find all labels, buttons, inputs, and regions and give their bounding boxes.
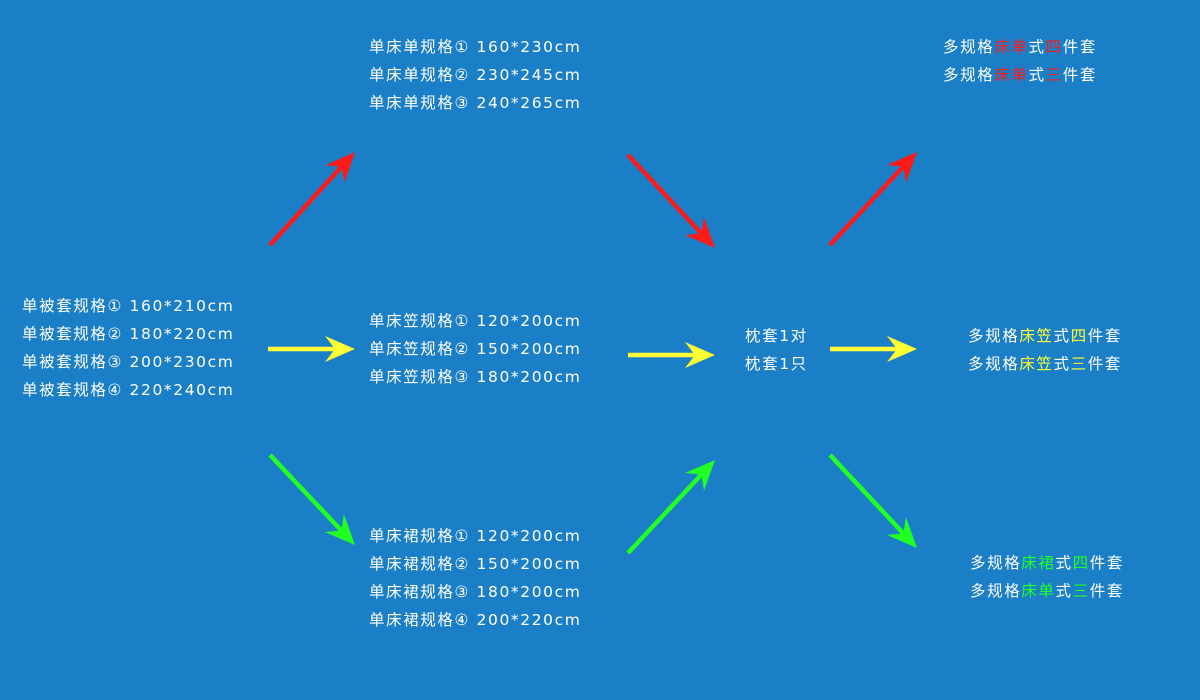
fitted-sheet-spec-1: 单床笠规格① 120*200cm <box>369 312 582 330</box>
arrow-head-icon <box>887 152 917 183</box>
flat-sheet-spec-list: 单床单规格① 160*230cm 单床单规格② 230*245cm 单床单规格③… <box>369 33 581 117</box>
result-yellow-2-part-1: 多规格 <box>968 355 1020 373</box>
bed-skirt-spec-list: 单床裙规格① 120*200cm 单床裙规格② 150*200cm 单床裙规格③… <box>369 522 581 634</box>
result-yellow-2-part-5: 件套 <box>1087 355 1122 373</box>
result-green-1-part-3: 式 <box>1055 554 1073 572</box>
result-red-2: 多规格床单式三件套 <box>943 61 1097 89</box>
result-list-green: 多规格床裙式四件套多规格床单式三件套 <box>970 549 1124 605</box>
arrow-head-icon <box>887 336 917 362</box>
result-yellow-2: 多规格床笠式三件套 <box>968 350 1122 378</box>
result-list-yellow: 多规格床笠式四件套多规格床笠式三件套 <box>968 322 1122 378</box>
arrow-yellow-fitted_sheet-to-pillowcase <box>628 342 715 368</box>
result-yellow-1-part-2: 床笠 <box>1019 327 1054 345</box>
result-green-2-part-4: 三 <box>1072 582 1090 600</box>
arrow-head-icon <box>887 517 917 548</box>
duvet-spec-3: 单被套规格③ 200*230cm <box>22 353 235 371</box>
result-green-1-part-1: 多规格 <box>970 554 1022 572</box>
arrow-shaft <box>828 165 905 247</box>
arrow-red-flat_sheet-to-pillowcase <box>626 153 715 248</box>
arrow-green-pillowcase-to-result_green <box>828 453 917 548</box>
arrow-yellow-duvet-to-fitted_sheet <box>268 336 355 362</box>
bed-skirt-spec-2: 单床裙规格② 150*200cm <box>369 555 582 573</box>
result-red-2-part-4: 三 <box>1045 66 1063 84</box>
result-yellow-1-part-1: 多规格 <box>968 327 1020 345</box>
result-red-1-part-2: 床单 <box>994 38 1029 56</box>
result-yellow-1-part-5: 件套 <box>1087 327 1122 345</box>
arrow-green-bed_skirt-to-pillowcase <box>626 460 715 555</box>
result-green-1: 多规格床裙式四件套 <box>970 549 1124 577</box>
arrow-red-duvet-to-flat_sheet <box>268 152 355 247</box>
result-red-1-part-1: 多规格 <box>943 38 995 56</box>
result-red-1-part-4: 四 <box>1045 38 1063 56</box>
result-green-2-part-1: 多规格 <box>970 582 1022 600</box>
flat-sheet-spec-1: 单床单规格① 160*230cm <box>369 38 582 56</box>
pillowcase-option-1: 枕套1对 <box>745 327 808 345</box>
fitted-sheet-spec-list: 单床笠规格① 120*200cm 单床笠规格② 150*200cm 单床笠规格③… <box>369 307 581 391</box>
result-red-1: 多规格床单式四件套 <box>943 33 1097 61</box>
result-yellow-2-part-4: 三 <box>1070 355 1088 373</box>
result-green-2-part-3: 式 <box>1055 582 1073 600</box>
arrow-shaft <box>828 453 905 535</box>
arrow-head-icon <box>325 336 355 362</box>
pillowcase-list: 枕套1对 枕套1只 <box>745 322 808 378</box>
result-yellow-1: 多规格床笠式四件套 <box>968 322 1122 350</box>
pillowcase-option-2: 枕套1只 <box>745 355 808 373</box>
result-green-1-part-5: 件套 <box>1089 554 1124 572</box>
result-red-2-part-2: 床单 <box>994 66 1029 84</box>
flat-sheet-spec-3: 单床单规格③ 240*265cm <box>369 94 582 112</box>
result-red-1-part-3: 式 <box>1028 38 1046 56</box>
arrow-red-pillowcase-to-result_red <box>828 152 917 247</box>
arrow-shaft <box>268 453 343 533</box>
result-yellow-2-part-2: 床笠 <box>1019 355 1054 373</box>
result-red-2-part-1: 多规格 <box>943 66 995 84</box>
arrow-head-icon <box>685 217 715 248</box>
result-green-1-part-4: 四 <box>1072 554 1090 572</box>
result-red-2-part-5: 件套 <box>1062 66 1097 84</box>
arrow-head-icon <box>325 152 355 183</box>
fitted-sheet-spec-3: 单床笠规格③ 180*200cm <box>369 368 582 386</box>
flat-sheet-spec-2: 单床单规格② 230*245cm <box>369 66 582 84</box>
bed-skirt-spec-4: 单床裙规格④ 200*220cm <box>369 611 582 629</box>
result-yellow-1-part-3: 式 <box>1053 327 1071 345</box>
arrow-head-icon <box>685 342 715 368</box>
bed-skirt-spec-3: 单床裙规格③ 180*200cm <box>369 583 582 601</box>
bed-skirt-spec-1: 单床裙规格① 120*200cm <box>369 527 582 545</box>
duvet-spec-2: 单被套规格② 180*220cm <box>22 325 235 343</box>
result-green-2-part-2: 床单 <box>1021 582 1056 600</box>
result-red-1-part-5: 件套 <box>1062 38 1097 56</box>
fitted-sheet-spec-2: 单床笠规格② 150*200cm <box>369 340 582 358</box>
result-yellow-1-part-4: 四 <box>1070 327 1088 345</box>
arrow-head-icon <box>685 460 715 491</box>
duvet-spec-4: 单被套规格④ 220*240cm <box>22 381 235 399</box>
result-green-2-part-5: 件套 <box>1089 582 1124 600</box>
arrow-shaft <box>626 153 703 235</box>
arrow-shaft <box>268 165 344 247</box>
arrow-shaft <box>626 473 703 555</box>
result-green-2: 多规格床单式三件套 <box>970 577 1124 605</box>
arrow-green-duvet-to-bed_skirt <box>268 453 355 545</box>
result-green-1-part-2: 床裙 <box>1021 554 1056 572</box>
duvet-spec-list: 单被套规格① 160*210cm 单被套规格② 180*220cm 单被套规格③… <box>22 292 234 404</box>
result-list-red: 多规格床单式四件套多规格床单式三件套 <box>943 33 1097 89</box>
result-yellow-2-part-3: 式 <box>1053 355 1071 373</box>
arrow-yellow-pillowcase-to-result_yellow <box>830 336 917 362</box>
duvet-spec-1: 单被套规格① 160*210cm <box>22 297 235 315</box>
result-red-2-part-3: 式 <box>1028 66 1046 84</box>
arrow-head-icon <box>325 514 355 545</box>
